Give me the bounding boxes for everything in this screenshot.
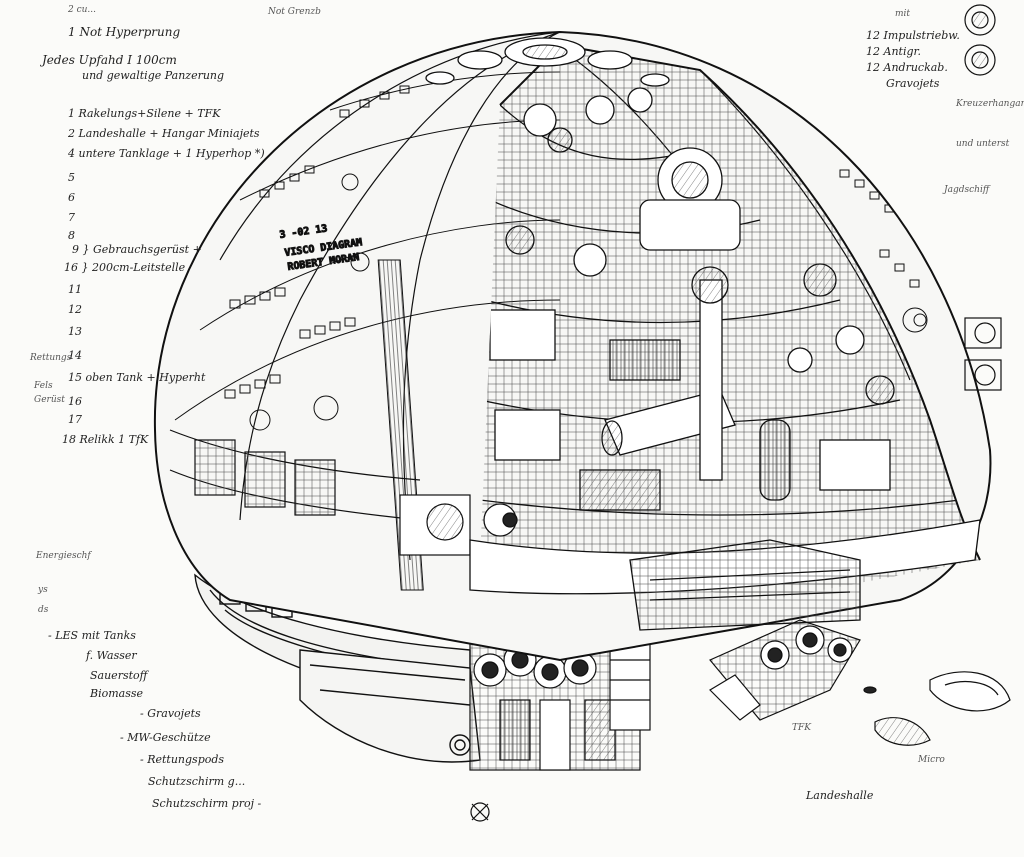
note-right-8: Jagdschiff <box>944 185 990 195</box>
note-27: ds <box>38 605 49 615</box>
note-31: Biomasse <box>90 687 144 700</box>
note-3: Jedes Upfahd I 100cm <box>42 53 177 67</box>
lower-gallery <box>169 429 471 556</box>
note-34: - Rettungspods <box>140 753 225 766</box>
margin-sketches <box>470 4 1002 822</box>
note-16: 13 <box>68 325 82 338</box>
note-11: 8 <box>68 229 75 242</box>
note-4: und gewaltige Panzerung <box>82 69 225 82</box>
note-right-2: 12 Impulstriebw. <box>866 29 960 42</box>
note-14: 11 <box>68 283 82 296</box>
note-19: 16 <box>68 395 82 408</box>
note-right-12: Not Grenzb <box>268 7 321 17</box>
note-26: ys <box>38 585 48 595</box>
note-10: 7 <box>68 211 75 224</box>
hull-windows <box>224 85 928 431</box>
note-5: 1 Rakelungs+Silene + TFK <box>68 107 221 120</box>
note-20: 17 <box>68 413 82 426</box>
note-18: 15 oben Tank + Hyperht <box>68 371 206 384</box>
compass-icon <box>470 802 490 822</box>
note-8: 5 <box>68 171 75 184</box>
note-36: Schutzschirm proj - <box>152 797 262 810</box>
note-13: 16 } 200cm-Leitstelle <box>64 261 186 274</box>
cutaway-edge <box>499 43 981 561</box>
note-9: 6 <box>68 191 75 204</box>
note-12: 9 } Gebrauchsgerüst + <box>72 243 202 256</box>
note-right-6: Kreuzerhangar <box>956 99 1024 109</box>
note-7: 4 untere Tanklage + 1 Hyperhop *) <box>68 147 265 160</box>
note-right-9: TFK <box>792 723 811 733</box>
note-32: - Gravojets <box>140 707 201 720</box>
note-35: Schutzschirm g... <box>148 775 246 788</box>
note-1: 2 cu... <box>68 5 97 15</box>
note-29: f. Wasser <box>86 649 137 662</box>
note-25: Energieschf <box>36 551 91 561</box>
note-15: 12 <box>68 303 82 316</box>
note-6: 2 Landeshalle + Hangar Miniajets <box>68 127 260 140</box>
note-28: - LES mit Tanks <box>48 629 136 642</box>
note-right-7: und unterst <box>956 139 1010 149</box>
note-right-5: Gravojets <box>886 77 940 90</box>
note-33: - MW-Geschütze <box>120 731 211 744</box>
emblem-icon <box>964 4 996 36</box>
note-24: Gerüst <box>34 395 65 405</box>
note-right-10: Micro <box>918 755 945 765</box>
note-22: Rettungs <box>30 353 72 363</box>
note-21: 18 Relikk 1 TfK <box>62 433 149 446</box>
note-right-11: Landeshalle <box>806 789 874 802</box>
emblem-icon-2 <box>964 44 996 76</box>
small-craft <box>863 671 1011 746</box>
note-right-1: mit <box>895 9 911 19</box>
note-right-4: 12 Andruckab. <box>866 61 948 74</box>
note-right-3: 12 Antigr. <box>866 45 922 58</box>
note-2: 1 Not Hyperprung <box>68 25 181 39</box>
hangar-deck <box>469 519 981 631</box>
note-17: 14 <box>68 349 82 362</box>
note-30: Sauerstoff <box>90 669 148 682</box>
top-hatch <box>425 37 670 87</box>
note-23: Fels <box>34 381 53 391</box>
